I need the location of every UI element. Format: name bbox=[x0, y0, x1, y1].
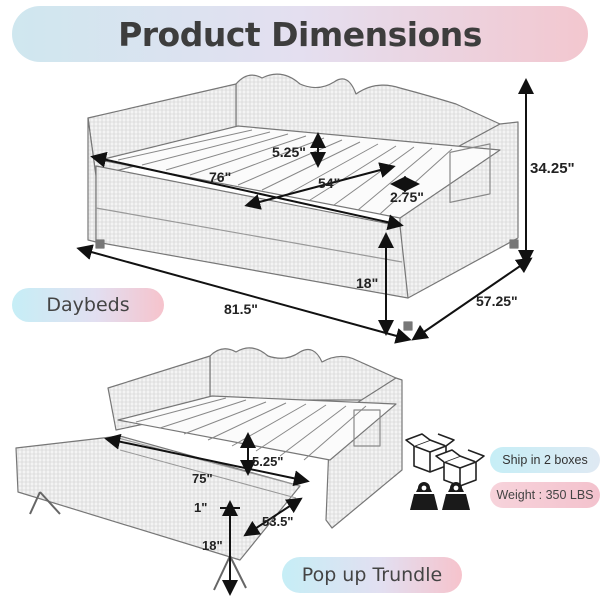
ship-badge: Ship in 2 boxes bbox=[490, 447, 600, 473]
ship-text: Ship in 2 boxes bbox=[502, 453, 588, 467]
trundle-length-label: 75" bbox=[192, 471, 213, 486]
trundle-width-label: 53.5" bbox=[262, 514, 293, 529]
page-title: Product Dimensions bbox=[118, 14, 482, 54]
daybed-overall-width-label: 57.25" bbox=[476, 293, 518, 309]
daybeds-text: Daybeds bbox=[46, 294, 130, 316]
trundle-clearance-label: 1" bbox=[194, 500, 207, 515]
trundle-drawing bbox=[15, 347, 403, 591]
daybed-width-label: 54" bbox=[318, 175, 340, 191]
trundle-label: Pop up Trundle bbox=[282, 557, 462, 593]
weight-badge: Weight : 350 LBS bbox=[490, 482, 600, 508]
daybed-height-label: 34.25" bbox=[530, 160, 575, 177]
title-banner: Product Dimensions bbox=[12, 6, 588, 62]
daybed-length-label: 76" bbox=[209, 169, 231, 185]
daybed-seat-height-label: 18" bbox=[356, 275, 378, 291]
daybed-overall-length-label: 81.5" bbox=[224, 301, 258, 317]
kettlebell-icon bbox=[410, 482, 470, 510]
daybeds-label: Daybeds bbox=[12, 288, 164, 322]
daybed-side-depth-label: 2.75" bbox=[390, 189, 424, 205]
trundle-gap-label: 5.25" bbox=[252, 454, 283, 469]
daybed-slat-gap-label: 5.25" bbox=[272, 144, 306, 160]
trundle-dimension-lines bbox=[104, 432, 310, 596]
trundle-height-label: 18" bbox=[202, 538, 223, 553]
trundle-text: Pop up Trundle bbox=[301, 564, 443, 586]
daybed-dimension-lines bbox=[76, 78, 534, 344]
box-icon bbox=[405, 433, 485, 487]
weight-text: Weight : 350 LBS bbox=[496, 488, 594, 502]
